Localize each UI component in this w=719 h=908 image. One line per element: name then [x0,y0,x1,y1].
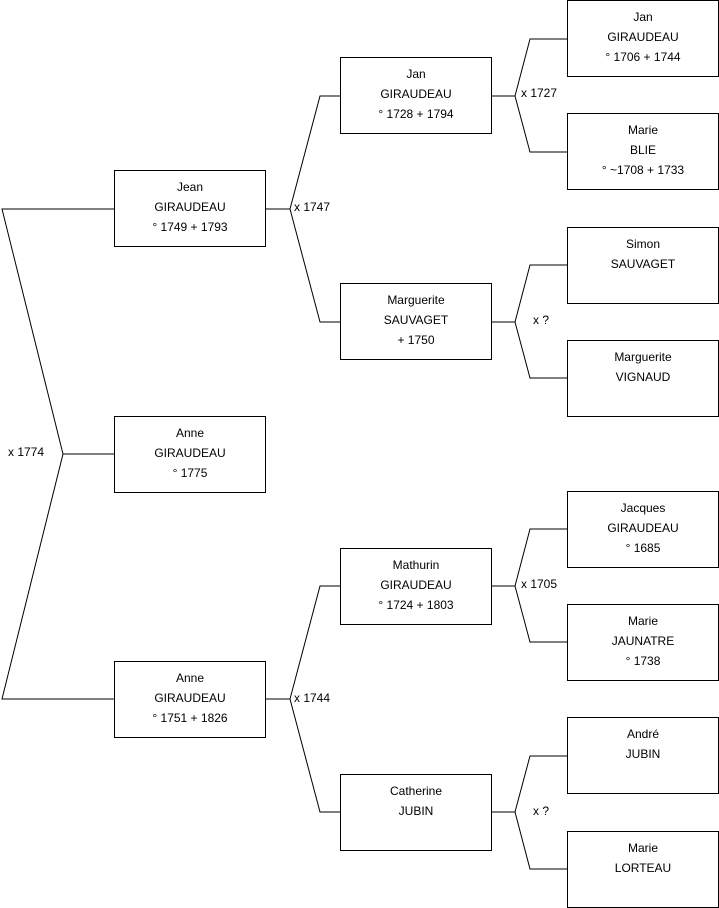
first-name: Marie [627,841,658,855]
first-name: André [626,727,660,741]
first-name: Jan [633,10,653,24]
person-box-catherine[interactable]: Catherine JUBIN [340,774,492,851]
connector-to-jan-1728 [289,95,341,323]
person-box-mathurin[interactable]: Mathurin GIRAUDEAU ° 1724 + 1803 [340,548,492,625]
first-name: Simon [625,237,660,251]
marriage-label-1774: x 1774 [8,445,45,459]
life-dates: ° 1749 + 1793 [152,220,228,234]
person-box-jacques[interactable]: Jacques GIRAUDEAU ° 1685 [567,491,719,568]
first-name: Jan [406,67,426,81]
person-box-marie-jaunatre[interactable]: Marie JAUNATRE ° 1738 [567,604,719,681]
last-name: GIRAUDEAU [607,30,679,44]
connector-to-jacques [514,528,568,643]
life-dates: ° 1775 [172,466,208,480]
last-name: GIRAUDEAU [154,446,226,460]
connector-to-mathurin [289,585,341,813]
life-dates: ° 1685 [625,541,661,555]
last-name: LORTEAU [614,861,672,875]
person-box-anne-1775[interactable]: Anne GIRAUDEAU ° 1775 [114,416,266,493]
person-box-marguerite-sauvaget[interactable]: Marguerite SAUVAGET + 1750 [340,283,492,360]
life-dates: ° 1728 + 1794 [378,107,454,121]
last-name: JUBIN [398,804,434,818]
first-name: Jean [176,180,204,194]
last-name: JUBIN [625,747,661,761]
connector-to-andre [514,755,568,870]
marriage-label-1705: x 1705 [521,577,558,591]
person-box-marie-lorteau[interactable]: Marie LORTEAU [567,831,719,908]
last-name: VIGNAUD [615,370,671,384]
life-dates: ° 1706 + 1744 [605,50,681,64]
first-name: Anne [175,426,205,440]
last-name: GIRAUDEAU [154,200,226,214]
life-dates: ° ~1708 + 1733 [601,163,685,177]
first-name: Marie [627,614,658,628]
person-box-marguerite-vignaud[interactable]: Marguerite VIGNAUD [567,340,719,417]
life-dates: + 1750 [397,333,435,347]
last-name: JAUNATRE [611,634,675,648]
first-name: Marie [627,123,658,137]
connector-to-jan-1706 [514,38,568,153]
first-name: Marguerite [614,350,672,364]
last-name: GIRAUDEAU [154,691,226,705]
life-dates: ° 1724 + 1803 [378,598,454,612]
marriage-label-unknown-sauvaget: x ? [533,313,550,327]
person-box-simon[interactable]: Simon SAUVAGET [567,227,719,304]
last-name: BLIE [629,143,656,157]
person-box-jan-1728[interactable]: Jan GIRAUDEAU ° 1728 + 1794 [340,57,492,134]
first-name: Mathurin [392,558,440,572]
marriage-label-1744: x 1744 [294,691,331,705]
first-name: Catherine [389,784,443,798]
marriage-label-unknown-jubin: x ? [533,804,550,818]
person-box-jan-1706[interactable]: Jan GIRAUDEAU ° 1706 + 1744 [567,0,719,77]
last-name: GIRAUDEAU [380,87,452,101]
last-name: GIRAUDEAU [380,578,452,592]
first-name: Jacques [620,501,666,515]
person-box-marie-blie[interactable]: Marie BLIE ° ~1708 + 1733 [567,113,719,190]
marriage-label-1747: x 1747 [294,200,331,214]
connector-to-father-jean [1,208,115,455]
connector-to-simon [514,264,568,379]
connector-to-mother-anne [1,453,115,700]
life-dates: ° 1738 [625,654,661,668]
person-box-anne-1751[interactable]: Anne GIRAUDEAU ° 1751 + 1826 [114,661,266,738]
first-name: Marguerite [387,293,445,307]
first-name: Anne [175,671,205,685]
person-box-andre[interactable]: André JUBIN [567,717,719,794]
marriage-label-1727: x 1727 [521,86,558,100]
life-dates: ° 1751 + 1826 [152,711,228,725]
last-name: SAUVAGET [610,257,676,271]
last-name: GIRAUDEAU [607,521,679,535]
last-name: SAUVAGET [383,313,449,327]
person-box-jean[interactable]: Jean GIRAUDEAU ° 1749 + 1793 [114,170,266,247]
